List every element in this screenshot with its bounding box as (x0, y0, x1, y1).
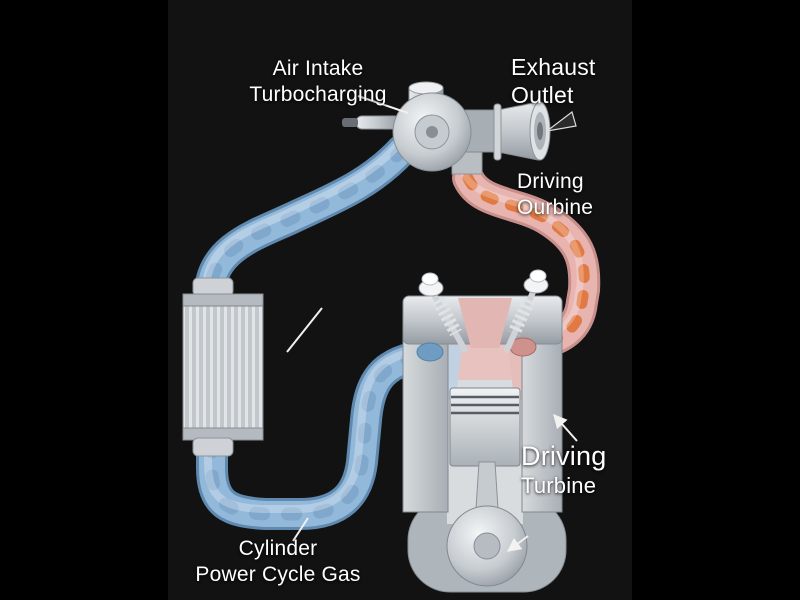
driving-turbine-arrow (553, 413, 578, 442)
label-exhaust-line1: Exhaust (511, 54, 596, 80)
label-driving-turbine: Driving Turbine (521, 440, 606, 500)
valve-right (503, 269, 549, 354)
label-cylinder-line1: Cylinder (238, 537, 318, 560)
turbocharger (342, 81, 551, 175)
valve-right-spring (508, 297, 535, 336)
annotations (286, 95, 578, 552)
label-turbine-line1: Driving (521, 441, 607, 471)
intercooler-top-flange (192, 277, 234, 297)
intercooler-core-fins (182, 305, 264, 429)
compressor-volute-center (426, 126, 438, 138)
cold-pipe-2-flow-dots (205, 345, 437, 521)
label-air-intake-line2: Turbocharging (249, 82, 387, 106)
air-intake-pointer-line (357, 95, 409, 114)
label-cylinder-line2: Power Cycle Gas (195, 562, 361, 586)
cylinder-wall-left (402, 311, 449, 513)
piston (449, 387, 521, 467)
hot-pipe-gas-dots (462, 172, 590, 353)
intake-port (416, 342, 444, 362)
intercooler-pointer-line (286, 307, 323, 353)
label-ourbine-line2: Ourbine (517, 195, 594, 219)
label-cylinder-power-cycle-gas: Cylinder Power Cycle Gas (172, 536, 384, 587)
valve-right-tip (529, 269, 547, 283)
exhaust-outlet-arrow (546, 110, 577, 132)
compressor-inlet-rim (408, 81, 444, 95)
intercooler-top-tank (182, 293, 264, 307)
label-driving-ourbine: Driving Ourbine (517, 169, 593, 220)
label-turbine-line2: Turbine (521, 472, 597, 498)
label-air-intake-turbocharging: Air Intake Turbocharging (228, 56, 408, 107)
intake-passage (448, 345, 462, 400)
label-air-intake-line1: Air Intake (272, 57, 364, 80)
crankshaft-hub (473, 532, 501, 560)
exhaust-outlet-center (537, 122, 543, 140)
label-exhaust-line2: Outlet (511, 82, 574, 109)
clamp-ring (493, 103, 502, 161)
exhaust-passage (508, 345, 522, 400)
cylinder-pointer-line (292, 517, 309, 542)
cold-air-pipe-turbo-to-intercooler (194, 134, 418, 308)
intercooler (182, 277, 264, 457)
valve-left-tip (421, 272, 439, 286)
compressor-nozzle-tip (342, 118, 358, 127)
intercooler-bottom-flange (192, 437, 234, 457)
head-chamber-notch (458, 298, 512, 348)
cold-pipe-1-flow-dots (203, 143, 409, 299)
valve-left (418, 272, 469, 354)
cold-air-pipe-intercooler-to-engine (196, 336, 446, 530)
label-exhaust-outlet: Exhaust Outlet (511, 53, 596, 109)
crankshaft-arrow (506, 535, 529, 552)
label-ourbine-line1: Driving (517, 170, 584, 193)
valve-left-spring (432, 296, 462, 337)
